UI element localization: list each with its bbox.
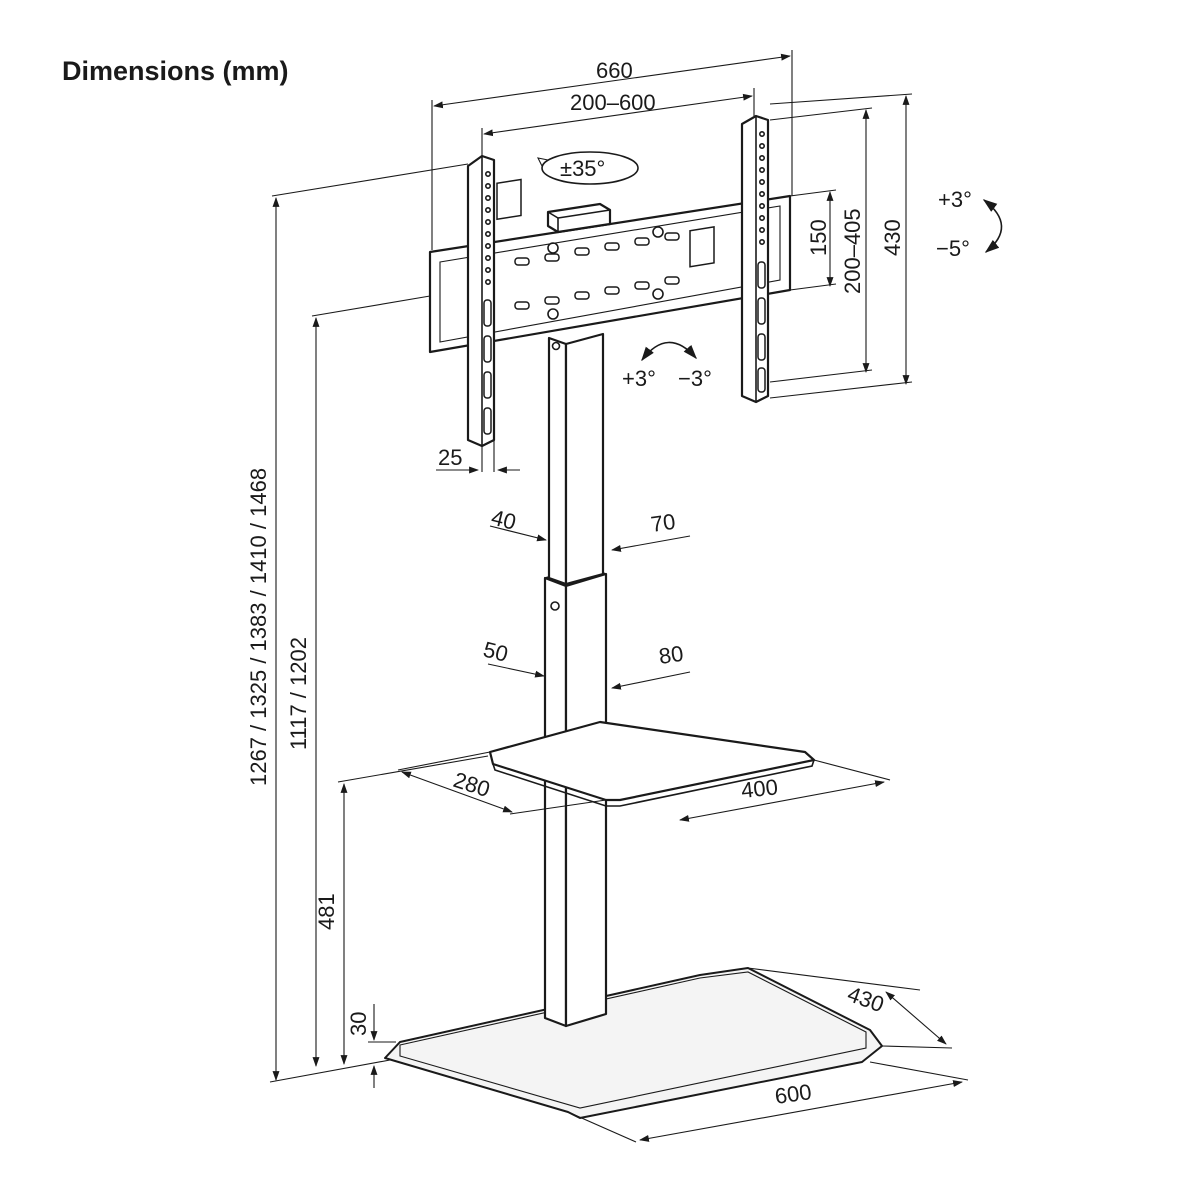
label-tilt-down: −5° [936, 236, 970, 261]
right-rail-holes [757, 131, 766, 393]
label-level-plus: +3° [622, 366, 656, 391]
dim-upper-pole [489, 525, 691, 556]
label-mount-height: 1117 / 1202 [286, 637, 311, 750]
dim-200-405 [769, 107, 873, 383]
dim-25 [436, 440, 520, 474]
dim-200-600 [481, 88, 755, 156]
label-150: 150 [806, 219, 831, 256]
label-430: 430 [880, 219, 905, 256]
dim-shelf-height [337, 755, 489, 1065]
label-level-minus: −3° [678, 366, 712, 391]
label-tilt-up: +3° [938, 187, 972, 212]
dim-150 [789, 189, 837, 291]
label-80: 80 [657, 641, 685, 669]
dim-430 [769, 93, 913, 399]
page-title: Dimensions (mm) [62, 56, 289, 86]
dim-base-depth [747, 967, 953, 1049]
dim-shelf-depth [397, 751, 607, 815]
label-70: 70 [649, 509, 677, 537]
label-400: 400 [740, 774, 779, 803]
pole-bolt-hole [550, 601, 560, 611]
plate-slots [514, 232, 680, 310]
label-40: 40 [489, 505, 519, 535]
dim-base-thickness [368, 1004, 396, 1088]
label-base-600: 600 [773, 1079, 813, 1109]
label-660: 660 [596, 58, 633, 83]
label-50: 50 [481, 637, 511, 667]
dim-lower-pole [487, 663, 691, 690]
label-overall-height: 1267 / 1325 / 1383 / 1410 / 1468 [246, 468, 271, 786]
label-25: 25 [438, 445, 462, 470]
label-30: 30 [346, 1012, 371, 1036]
rotation-ellipse-icon [541, 151, 639, 185]
label-200-405: 200–405 [840, 208, 865, 294]
label-base-430: 430 [844, 981, 887, 1017]
left-rail-holes [483, 171, 492, 435]
label-swivel: ±35° [560, 156, 605, 181]
label-200-600: 200–600 [570, 90, 656, 115]
label-481: 481 [314, 893, 339, 930]
label-280: 280 [450, 767, 493, 802]
glass-shelf [488, 720, 816, 807]
dim-overall-height [269, 197, 391, 1083]
dim-shelf-width [679, 759, 891, 822]
swivel-indicator [537, 151, 639, 185]
tv-bracket [428, 114, 792, 448]
dim-base-width [567, 1061, 969, 1143]
upper-pole [547, 332, 605, 586]
curved-double-arrow-icon [641, 341, 697, 362]
curved-double-arrow-icon [982, 199, 1003, 253]
